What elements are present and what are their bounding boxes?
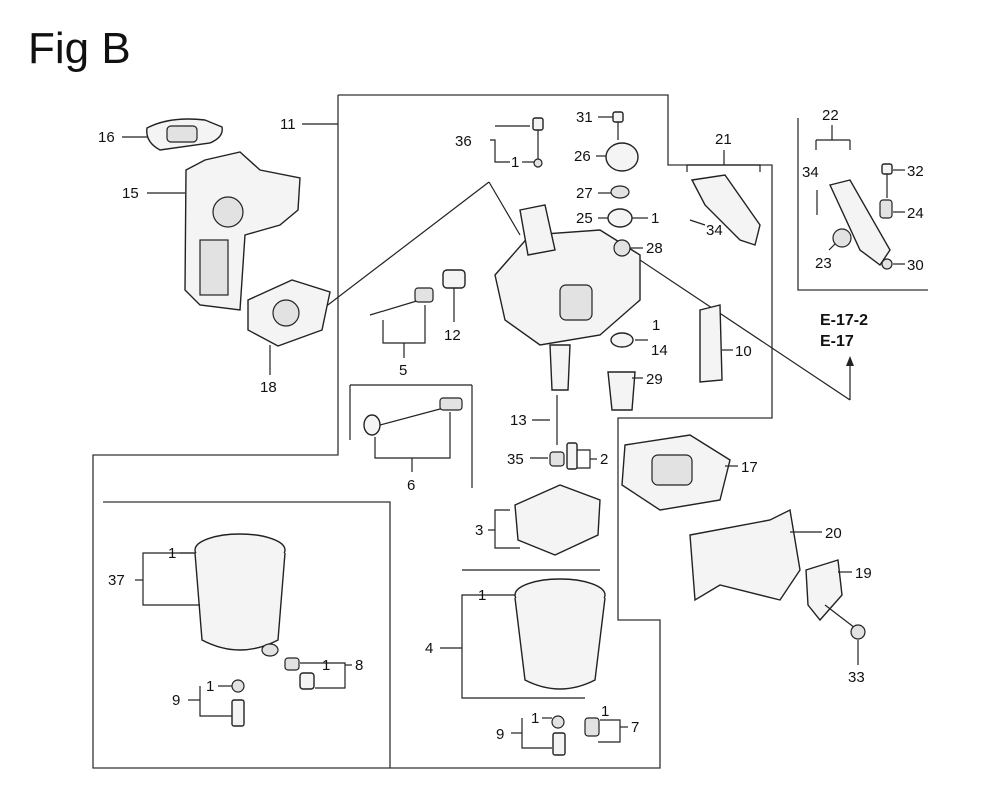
lever-kit-part-21 — [689, 174, 761, 246]
frame-main — [92, 94, 773, 769]
float-part-3 — [514, 484, 601, 556]
frame-lever-kit — [797, 118, 928, 291]
bracket-part-19 — [805, 559, 843, 622]
label-4: 4 — [425, 640, 433, 657]
ref-label-e17: E-17 — [820, 333, 854, 350]
spring-part-27 — [610, 185, 630, 199]
label-34-lever: 34 — [802, 164, 819, 181]
screw-part-5 — [369, 287, 434, 316]
label-9-left: 9 — [172, 692, 180, 709]
drain-bolt-part-7 — [584, 717, 600, 737]
leader-e17 — [624, 249, 851, 401]
label-23: 23 — [815, 255, 832, 272]
gasket-part-18 — [247, 279, 331, 347]
label-15: 15 — [122, 185, 139, 202]
gasket-part-16 — [146, 118, 223, 151]
ref-label-e17-2: E-17-2 — [820, 312, 868, 329]
label-3: 3 — [475, 522, 483, 539]
label-1-carb-top: 1 — [511, 154, 519, 171]
label-31: 31 — [576, 109, 593, 126]
pin-part-2 — [566, 442, 578, 470]
label-32: 32 — [907, 163, 924, 180]
label-13: 13 — [510, 412, 527, 429]
label-19: 19 — [855, 565, 872, 582]
label-22: 22 — [822, 107, 839, 124]
bowl-bolt-part-9-center — [551, 715, 566, 756]
label-2: 2 — [600, 451, 608, 468]
clip-part-35 — [549, 451, 565, 467]
label-17: 17 — [741, 459, 758, 476]
label-14: 14 — [651, 342, 668, 359]
lever-assembly-part-22 — [816, 163, 893, 270]
frame-float-bowl-alt — [103, 501, 391, 768]
label-1-o-ring: 1 — [652, 317, 660, 334]
label-10: 10 — [735, 343, 752, 360]
label-1-diaphragm: 1 — [651, 210, 659, 227]
label-21: 21 — [715, 131, 732, 148]
label-9-center: 9 — [496, 726, 504, 743]
label-5: 5 — [399, 362, 407, 379]
label-1-bowl: 1 — [478, 587, 486, 604]
screw-part-31 — [612, 111, 624, 140]
label-1-washer-center: 1 — [531, 710, 539, 727]
insulator-bracket-part-15 — [184, 151, 301, 311]
drain-screw-part-8 — [284, 657, 315, 690]
label-24: 24 — [907, 205, 924, 222]
label-6: 6 — [407, 477, 415, 494]
label-34-kit: 34 — [706, 222, 723, 239]
gasket-part-17 — [621, 434, 731, 511]
label-7: 7 — [631, 719, 639, 736]
cover-part-26 — [605, 142, 639, 172]
bowl-bolt-part-9-left — [231, 679, 245, 727]
label-28: 28 — [646, 240, 663, 257]
label-36: 36 — [455, 133, 472, 150]
figure-title: Fig B — [28, 24, 131, 73]
part-labels: 16 15 11 18 36 1 31 26 27 25 1 28 21 34 … — [98, 107, 924, 743]
screw-part-6 — [363, 397, 463, 436]
plate-part-20 — [689, 508, 801, 602]
screw-part-33 — [824, 604, 866, 640]
label-1-bowl-alt: 1 — [168, 545, 176, 562]
plug-part-29 — [607, 371, 636, 411]
jet-part-10 — [699, 304, 723, 383]
carburetor-body — [494, 204, 641, 391]
label-8: 8 — [355, 657, 363, 674]
label-35: 35 — [507, 451, 524, 468]
label-1-drain-alt: 1 — [322, 657, 330, 674]
label-29: 29 — [646, 371, 663, 388]
o-ring-part-14 — [610, 332, 634, 348]
plug-part-12 — [442, 269, 466, 289]
label-11: 11 — [280, 116, 296, 133]
label-26: 26 — [574, 148, 591, 165]
label-12: 12 — [444, 327, 461, 344]
arrow-e17-head — [846, 356, 854, 366]
float-bowl-part-37 — [194, 533, 286, 657]
diaphragm-part-25 — [607, 208, 633, 228]
label-1-washer-alt: 1 — [206, 678, 214, 695]
label-18: 18 — [260, 379, 277, 396]
label-1-drain-center: 1 — [601, 703, 609, 720]
leader-carb-top — [488, 181, 521, 236]
label-16: 16 — [98, 129, 115, 146]
callout-lines — [122, 116, 905, 749]
label-33: 33 — [848, 669, 865, 686]
label-20: 20 — [825, 525, 842, 542]
label-30: 30 — [907, 257, 924, 274]
label-25: 25 — [576, 210, 593, 227]
o-ring-part-28 — [613, 239, 631, 257]
float-bowl-part-4 — [514, 578, 606, 690]
label-37: 37 — [108, 572, 125, 589]
label-27: 27 — [576, 185, 593, 202]
screw-part-36 — [532, 117, 544, 168]
